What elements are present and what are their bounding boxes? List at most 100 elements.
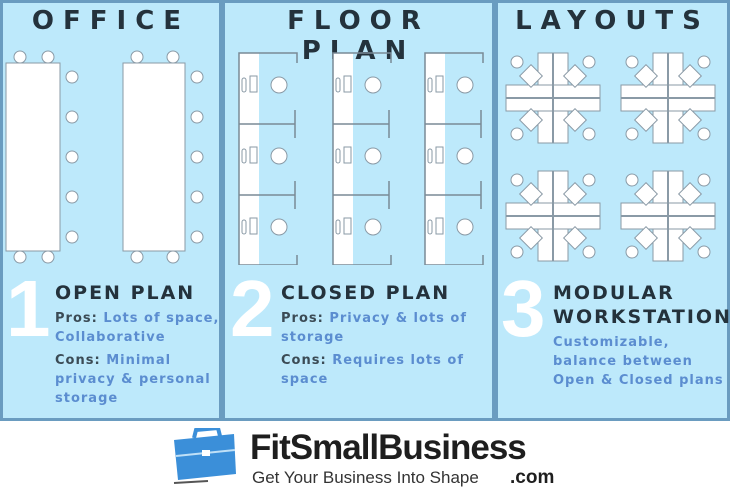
modular-drawing bbox=[505, 52, 716, 262]
desk-drawer bbox=[249, 217, 258, 235]
chair bbox=[190, 70, 204, 84]
chair bbox=[41, 250, 55, 264]
cubicle-wall bbox=[238, 52, 298, 265]
desk-drawer bbox=[435, 217, 444, 235]
cabinet bbox=[241, 77, 247, 93]
cubicle-divider bbox=[425, 181, 482, 209]
open-plan-panel: OFFICE 1 OPEN PLAN Pros: Lots of space, … bbox=[0, 0, 222, 421]
corner-desk bbox=[677, 181, 703, 207]
pros-label: Pros: bbox=[55, 311, 98, 326]
desk-drawer bbox=[249, 75, 258, 93]
storage-strip bbox=[333, 53, 353, 265]
chair bbox=[456, 76, 474, 94]
chair bbox=[270, 147, 288, 165]
chair bbox=[582, 173, 596, 187]
corner-desk bbox=[677, 107, 703, 133]
storage-strip bbox=[239, 53, 259, 265]
modular-description: MODULAR WORKSTATION Customizable, balanc… bbox=[553, 281, 730, 394]
chair bbox=[364, 76, 382, 94]
chair bbox=[130, 250, 144, 264]
chair bbox=[582, 245, 596, 259]
description-text: Customizable, balance between Open & Clo… bbox=[553, 335, 724, 388]
chair bbox=[510, 245, 524, 259]
cubicle-divider bbox=[333, 181, 390, 209]
chair bbox=[13, 250, 27, 264]
pros-label: Pros: bbox=[281, 311, 324, 326]
desk-drawer bbox=[343, 75, 352, 93]
chair bbox=[697, 245, 711, 259]
partition bbox=[506, 171, 600, 261]
logo-tagline: Get Your Business Into Shape bbox=[252, 468, 479, 487]
chair bbox=[510, 55, 524, 69]
cabinet bbox=[427, 219, 433, 235]
desk-drawer bbox=[343, 217, 352, 235]
modular-panel: LAYOUTS 3 MODULAR WORKSTATION Customizab… bbox=[495, 0, 730, 421]
corner-desk bbox=[562, 107, 588, 133]
section-number: 2 bbox=[230, 264, 275, 353]
panel-title: OFFICE bbox=[31, 6, 191, 36]
chair bbox=[190, 110, 204, 124]
cubicle-divider bbox=[239, 181, 296, 209]
table bbox=[122, 62, 186, 252]
logo-name: FitSmallBusiness bbox=[250, 428, 527, 467]
section-number: 3 bbox=[501, 264, 546, 353]
partition bbox=[621, 171, 715, 261]
corner-desk bbox=[518, 107, 544, 133]
corner-desk bbox=[633, 63, 659, 89]
cabinet bbox=[335, 219, 341, 235]
chair bbox=[65, 110, 79, 124]
section-heading: OPEN PLAN bbox=[55, 282, 196, 304]
desk-drawer bbox=[249, 146, 258, 164]
chair bbox=[166, 50, 180, 64]
cubicle-divider bbox=[333, 110, 390, 138]
corner-desk bbox=[562, 63, 588, 89]
section-heading: CLOSED PLAN bbox=[281, 282, 451, 304]
pros-text: Privacy & lots of storage bbox=[281, 311, 468, 345]
chair bbox=[697, 173, 711, 187]
chair bbox=[270, 76, 288, 94]
chair bbox=[65, 70, 79, 84]
cons-label: Cons: bbox=[281, 353, 327, 368]
closed-plan-panel: FLOOR PLAN 2 CLOSED PLAN Pros: Privacy &… bbox=[222, 0, 495, 421]
chair bbox=[364, 218, 382, 236]
chair bbox=[65, 190, 79, 204]
chair bbox=[456, 218, 474, 236]
chair bbox=[190, 230, 204, 244]
corner-desk bbox=[633, 225, 659, 251]
section-number: 1 bbox=[6, 264, 51, 353]
chair bbox=[625, 173, 639, 187]
closed-plan-description: CLOSED PLAN Pros: Privacy & lots of stor… bbox=[281, 281, 491, 393]
cons-text: Requires lots of space bbox=[281, 353, 464, 387]
chair bbox=[364, 147, 382, 165]
corner-desk bbox=[633, 107, 659, 133]
corner-desk bbox=[518, 63, 544, 89]
table bbox=[5, 62, 61, 252]
chair bbox=[510, 173, 524, 187]
cubicle-wall bbox=[332, 52, 392, 265]
chair bbox=[190, 150, 204, 164]
logo-suffix: .com bbox=[510, 467, 555, 488]
desk-drawer bbox=[435, 75, 444, 93]
chair bbox=[13, 50, 27, 64]
cabinet bbox=[241, 219, 247, 235]
cubicle-wall bbox=[424, 52, 484, 265]
corner-desk bbox=[677, 225, 703, 251]
open-plan-description: OPEN PLAN Pros: Lots of space, Collabora… bbox=[55, 281, 223, 412]
chair bbox=[625, 127, 639, 141]
chair bbox=[166, 250, 180, 264]
chair bbox=[190, 190, 204, 204]
cabinet bbox=[427, 148, 433, 164]
chair bbox=[582, 55, 596, 69]
partition bbox=[506, 53, 600, 143]
cabinet bbox=[241, 148, 247, 164]
corner-desk bbox=[633, 181, 659, 207]
chair bbox=[270, 218, 288, 236]
desk-drawer bbox=[343, 146, 352, 164]
chair bbox=[582, 127, 596, 141]
chair bbox=[41, 50, 55, 64]
cabinet bbox=[427, 77, 433, 93]
pros-text: Lots of space, Collaborative bbox=[55, 311, 220, 345]
chair bbox=[65, 230, 79, 244]
partition bbox=[621, 53, 715, 143]
corner-desk bbox=[677, 63, 703, 89]
